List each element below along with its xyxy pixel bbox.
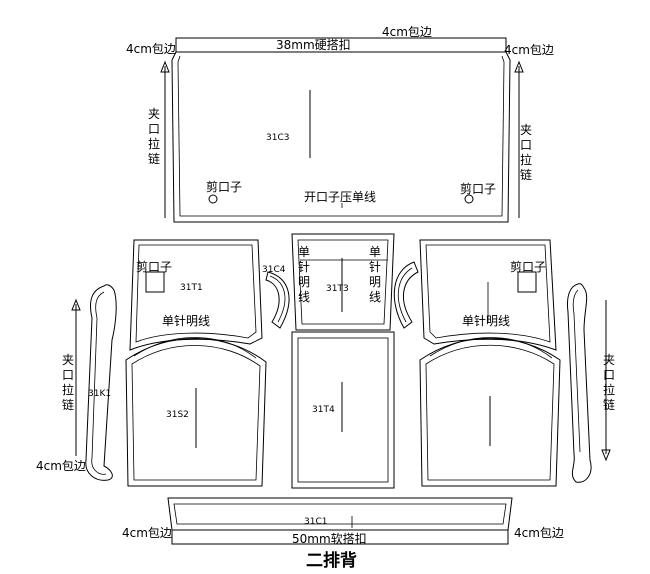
zipper-arrow-top-left xyxy=(160,60,170,218)
piece-31S2 xyxy=(125,337,267,487)
piece-31C1-outer xyxy=(167,497,513,531)
label-zipper-top-right: 夹口拉链 xyxy=(520,123,532,182)
piece-right-upper xyxy=(419,239,557,351)
label-single-needle-right: 单针明线 xyxy=(462,313,510,328)
label-hem-bottom-left: 4cm包边 xyxy=(122,526,172,540)
piece-31C3-outer xyxy=(171,51,511,223)
piece-31C3 xyxy=(171,37,511,223)
piece-31T1-outer xyxy=(129,239,263,351)
piece-right-lower xyxy=(419,337,561,487)
label-hem-top-right: 4cm包边 xyxy=(504,43,554,57)
label-hem-bottom-right: 4cm包边 xyxy=(514,526,564,540)
label-open-single-line: 开口子压单线 xyxy=(304,190,376,204)
code-31C4: 31C4 xyxy=(262,265,286,275)
piece-31T3-inner xyxy=(297,239,389,325)
label-single-needle-vertical-left: 单针明线 xyxy=(298,245,310,304)
label-notch-left: 剪口子 xyxy=(136,259,172,274)
piece-31S2-topline xyxy=(133,337,257,359)
piece-31S2-inner xyxy=(131,345,261,481)
label-hem-top-left: 4cm包边 xyxy=(126,42,176,56)
code-31T4: 31T4 xyxy=(312,405,335,415)
piece-31C1 xyxy=(167,497,513,545)
piece-right-lower-inner xyxy=(425,344,555,481)
label-zipper-top-left: 夹口拉链 xyxy=(148,107,160,166)
diagram-title: 二排背 xyxy=(306,550,357,571)
label-notch-top-left: 剪口子 xyxy=(206,179,242,194)
piece-31K1-outer xyxy=(85,284,117,481)
piece-right-lower-topline xyxy=(429,337,553,359)
piece-31C4-left xyxy=(265,271,290,329)
piece-31T4-outer xyxy=(291,331,395,489)
piece-right-side xyxy=(567,283,592,483)
zipper-arrow-top-right xyxy=(514,60,524,218)
notch-square-right xyxy=(517,271,537,293)
code-31T3: 31T3 xyxy=(326,284,349,294)
label-notch-top-right: 剪口子 xyxy=(460,181,496,196)
piece-31C1-inner xyxy=(173,503,507,525)
piece-31T4 xyxy=(291,331,395,489)
piece-right-side-outer xyxy=(567,283,592,483)
code-31K1: 31K1 xyxy=(88,389,111,399)
piece-31T1-inner xyxy=(135,244,257,343)
piece-31T1 xyxy=(129,239,263,351)
code-31T1: 31T1 xyxy=(180,283,203,293)
notch-hole-left xyxy=(208,194,218,204)
label-notch-right: 剪口子 xyxy=(510,259,546,274)
piece-31T3-outer xyxy=(291,233,395,331)
zipper-arrow-left xyxy=(71,298,81,456)
hard-buckle-strip xyxy=(175,37,507,53)
piece-right-upper-outer xyxy=(419,239,557,351)
soft-buckle-strip xyxy=(171,529,509,545)
label-zipper-left: 夹口拉链 xyxy=(62,353,74,412)
piece-31K1 xyxy=(85,284,117,481)
label-hem-left-side: 4cm包边 xyxy=(36,459,86,473)
label-single-needle-left: 单针明线 xyxy=(162,313,210,328)
piece-right-lower-outer xyxy=(419,337,561,487)
label-soft-buckle: 50mm软搭扣 xyxy=(292,532,367,546)
notch-hole-right xyxy=(464,194,474,204)
code-31S2: 31S2 xyxy=(166,410,189,420)
piece-right-upper-inner xyxy=(425,244,551,343)
piece-31T3 xyxy=(291,233,395,331)
zipper-arrow-right xyxy=(601,300,611,462)
notch-square-left xyxy=(145,271,165,293)
piece-31C3-inner xyxy=(177,55,505,217)
label-zipper-right: 夹口拉链 xyxy=(603,353,615,412)
piece-31C4-right xyxy=(393,261,419,329)
code-31C1: 31C1 xyxy=(304,517,327,527)
label-hem-top-center: 4cm包边 xyxy=(382,25,432,39)
label-hard-buckle: 38mm硬搭扣 xyxy=(276,38,351,52)
label-single-needle-vertical-right: 单针明线 xyxy=(369,245,381,304)
piece-31T4-inner xyxy=(297,337,389,483)
code-31C3: 31C3 xyxy=(266,133,289,143)
